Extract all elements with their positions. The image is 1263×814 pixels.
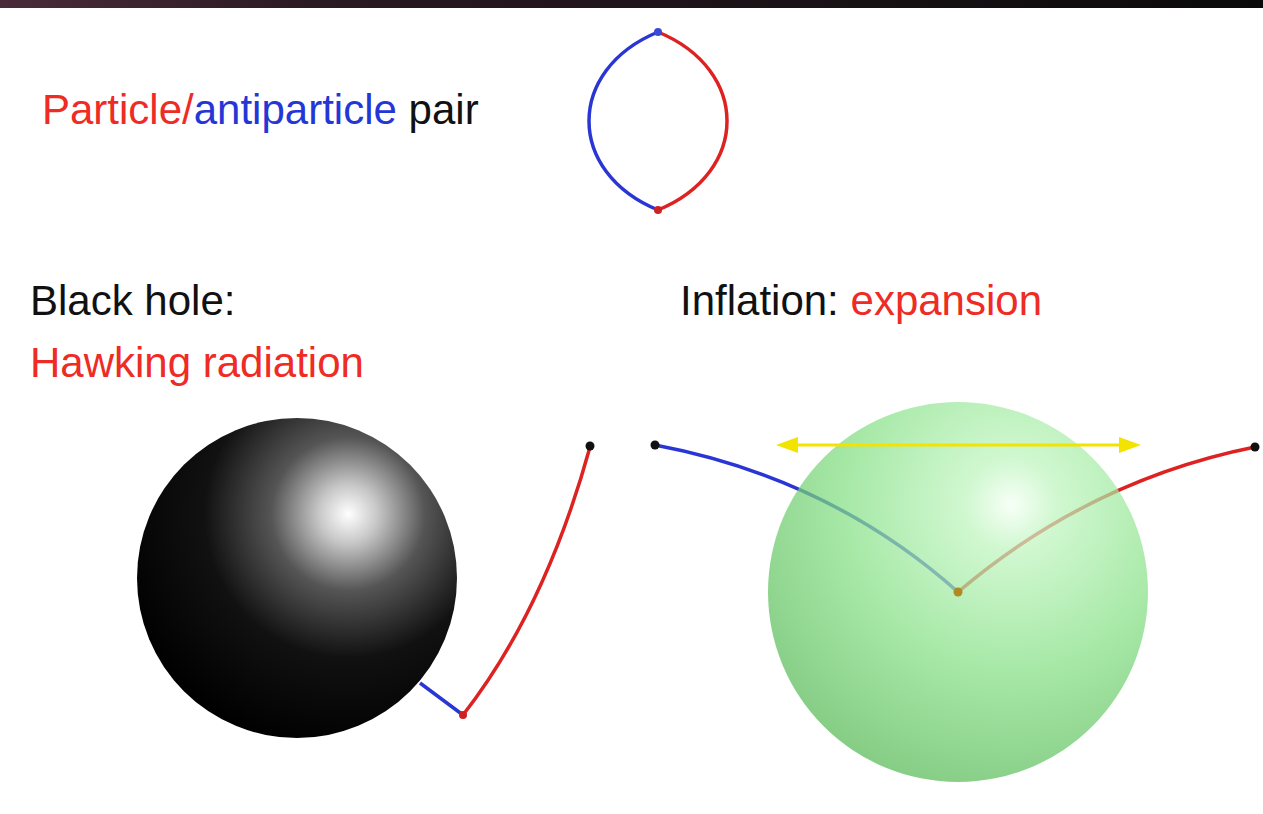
event-dot <box>654 28 662 36</box>
arrowhead <box>1119 437 1141 453</box>
caption-text: Particle <box>42 86 182 133</box>
event-dot <box>954 588 963 597</box>
label-line: Black hole: <box>30 280 235 322</box>
caption-text: Inflation: <box>680 277 839 324</box>
antiparticle-path <box>420 683 463 715</box>
caption-text: pair <box>409 86 479 133</box>
caption-text: Black hole: <box>30 277 235 324</box>
event-dot <box>651 441 660 450</box>
label-line: Particle/antiparticle pair <box>42 89 479 131</box>
expansion-arrow <box>795 444 1122 447</box>
event-dot <box>459 711 467 719</box>
label-line: Inflation: expansion <box>680 280 1042 322</box>
top-band <box>0 0 1263 8</box>
antiparticle-path <box>589 32 658 210</box>
event-dot <box>1251 443 1260 452</box>
caption-text: expansion <box>851 277 1042 324</box>
caption-text: Hawking radiation <box>30 339 364 386</box>
caption-text: / <box>182 86 194 133</box>
inflation-sphere <box>768 402 1148 782</box>
caption-text: antiparticle <box>194 86 397 133</box>
particle-path <box>658 32 727 210</box>
event-dot <box>586 442 595 451</box>
label-line: Hawking radiation <box>30 342 364 384</box>
particle-path <box>463 447 590 715</box>
event-dot <box>654 206 662 214</box>
black-hole-sphere <box>137 418 457 738</box>
arrowhead <box>776 437 798 453</box>
